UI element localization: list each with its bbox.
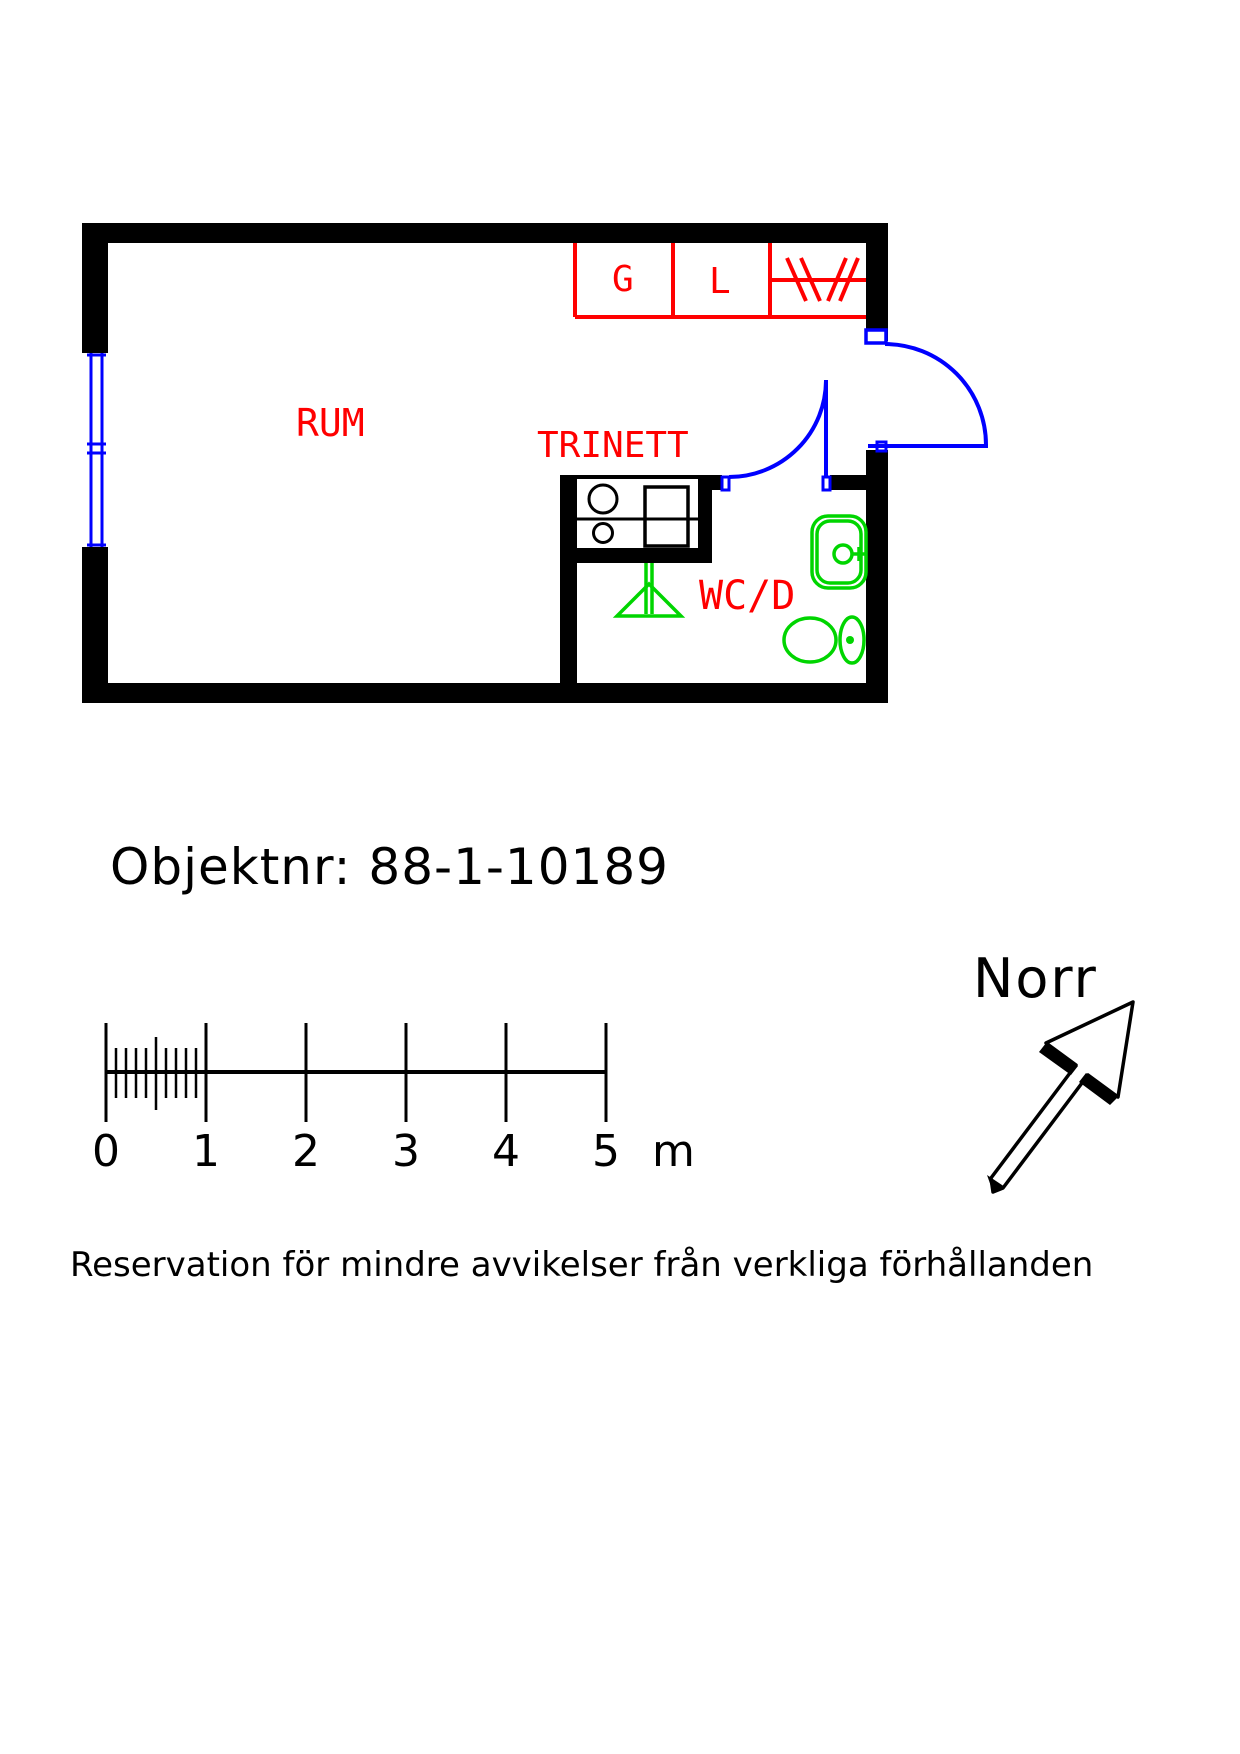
wall-top xyxy=(82,223,888,243)
wall-right-lower xyxy=(866,450,888,703)
shower-head-triangle xyxy=(612,581,686,618)
room-label-trinett: TRINETT xyxy=(537,425,689,466)
wall-bottom xyxy=(82,683,888,703)
shower-symbol xyxy=(612,563,686,618)
entrance-door-jamb-top xyxy=(864,328,888,345)
kitchenette-symbol xyxy=(573,475,702,552)
toilet-symbol xyxy=(782,615,866,665)
wall-wc-north-east-stub xyxy=(830,475,866,490)
north-arrow-tail-tip xyxy=(987,1175,1005,1192)
closet-label-g: G xyxy=(612,259,634,300)
scale-label-4: 4 xyxy=(492,1126,520,1177)
scale-unit-label: m xyxy=(652,1126,695,1177)
scale-label-3: 3 xyxy=(392,1126,420,1177)
kitchen-sink-icon xyxy=(643,485,690,548)
entrance-door-symbol xyxy=(864,328,988,453)
north-arrow-accent-right xyxy=(1079,1073,1118,1105)
room-label-rum: RUM xyxy=(296,401,365,445)
hob-burner-small-icon xyxy=(592,522,614,544)
wall-right-upper xyxy=(866,223,888,341)
walls xyxy=(82,223,888,703)
wall-left-upper xyxy=(82,223,108,353)
wardrobe-rail-hatch-3 xyxy=(826,257,848,302)
north-arrow-accent-left xyxy=(1039,1043,1078,1075)
toilet-flush-dot xyxy=(846,636,854,644)
wc-door-jamb-east xyxy=(821,475,832,492)
object-number-text: Objektnr: 88-1-10189 xyxy=(110,838,669,896)
wall-kitchen-south xyxy=(560,550,712,563)
scale-label-2: 2 xyxy=(292,1126,320,1177)
scale-label-0: 0 xyxy=(92,1126,120,1177)
basin-drain xyxy=(832,543,854,565)
compass-label: Norr xyxy=(973,947,1098,1010)
wardrobe-rail-hatch-4 xyxy=(838,257,860,302)
north-arrow-icon xyxy=(987,1000,1135,1194)
window-symbol xyxy=(87,353,106,547)
wall-left-lower xyxy=(82,547,108,703)
wall-kitchen-east xyxy=(700,475,712,563)
room-label-wcd: WC/D xyxy=(699,573,796,619)
bathroom-fixtures xyxy=(612,514,868,665)
scale-label-5: 5 xyxy=(592,1126,620,1177)
wash-basin-symbol xyxy=(810,514,868,590)
wall-wc-west xyxy=(560,475,577,683)
basin-outer xyxy=(810,514,868,590)
wc-door-symbol xyxy=(720,379,832,492)
wc-door-arc xyxy=(728,379,828,479)
closet-symbol xyxy=(573,243,866,319)
scale-bar xyxy=(104,1023,608,1122)
toilet-tank xyxy=(838,615,866,665)
scale-label-1: 1 xyxy=(192,1126,220,1177)
wall-wc-north-west-stub xyxy=(712,475,722,490)
wardrobe-rail-hatch-1 xyxy=(785,257,808,302)
wardrobe-rail-hatch-2 xyxy=(799,257,822,302)
basin-inner xyxy=(815,519,863,585)
closet-label-l: L xyxy=(709,261,731,302)
toilet-bowl xyxy=(782,616,838,664)
disclaimer-text: Reservation för mindre avvikelser från v… xyxy=(70,1245,1094,1285)
entrance-door-arc xyxy=(884,342,988,446)
hob-burner-large-icon xyxy=(587,483,619,515)
wc-door-jamb-west xyxy=(720,475,731,492)
